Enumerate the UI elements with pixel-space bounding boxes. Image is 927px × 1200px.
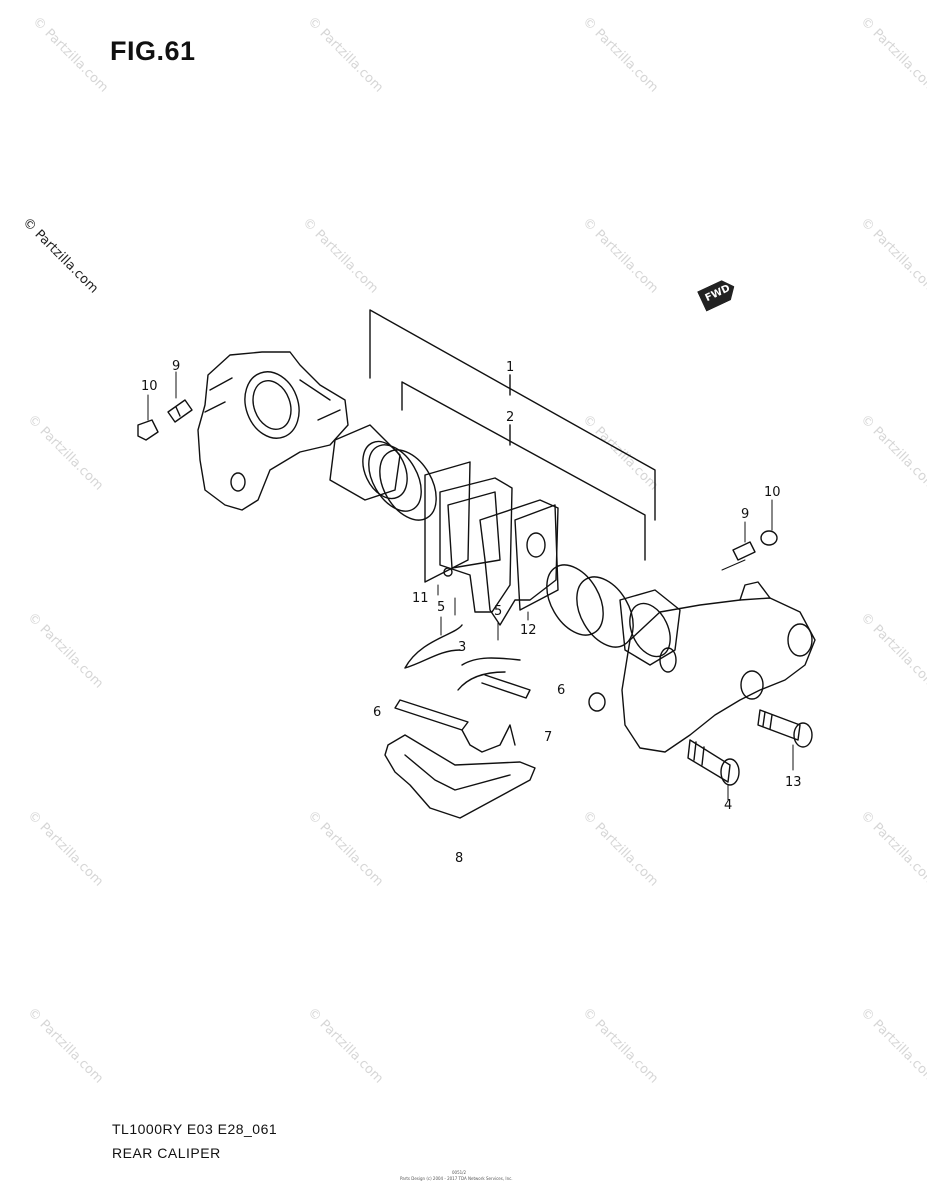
callout-12: 12 xyxy=(520,623,537,638)
bolt-13 xyxy=(757,709,813,748)
callout-1: 1 xyxy=(506,360,515,375)
callout-4: 4 xyxy=(724,798,733,813)
pad-clip-right xyxy=(457,657,531,699)
callout-10: 10 xyxy=(764,485,781,500)
page-reference: 0051/2 xyxy=(452,1170,467,1175)
seal-rings-left xyxy=(368,444,437,521)
bracket-assembly-1 xyxy=(369,309,656,521)
bleeder-screw-left xyxy=(167,399,193,423)
bolt-4 xyxy=(687,739,740,786)
piston-right xyxy=(619,589,681,666)
copyright-footnote: Parts Design (c) 2004 - 2017 TDA Network… xyxy=(400,1176,513,1181)
bleeder-cap-left xyxy=(137,419,159,441)
bracket-assembly-2 xyxy=(401,374,646,561)
bleeder-cap-small xyxy=(588,692,606,712)
caliper-housing-right xyxy=(621,581,816,753)
pad-retainer-8 xyxy=(384,734,536,819)
caliper-housing-left xyxy=(197,351,349,511)
callout-10: 10 xyxy=(141,379,158,394)
seal-rings-right xyxy=(546,564,634,648)
callout-6: 6 xyxy=(557,683,566,698)
callout-8: 8 xyxy=(455,851,464,866)
callout-9: 9 xyxy=(741,507,750,522)
callout-11: 11 xyxy=(412,591,429,606)
pad-clip-left xyxy=(404,624,463,669)
callout-9: 9 xyxy=(172,359,181,374)
pad-shim-12 xyxy=(514,504,559,611)
brake-pad-left xyxy=(439,477,513,613)
callout-5: 5 xyxy=(494,604,503,619)
bleeder-screw-right xyxy=(732,541,756,561)
diagram-caption: REAR CALIPER xyxy=(112,1145,221,1161)
piston-left xyxy=(329,424,408,501)
callout-2: 2 xyxy=(506,410,515,425)
callout-5: 5 xyxy=(437,600,446,615)
bleeder-cap-right xyxy=(760,530,778,546)
figure-title: FIG.61 xyxy=(110,36,196,66)
callout-6: 6 xyxy=(373,705,382,720)
callout-7: 7 xyxy=(544,730,553,745)
callout-3: 3 xyxy=(458,640,467,655)
pad-spring-7 xyxy=(394,699,516,753)
leader-lines xyxy=(147,371,794,801)
model-code: TL1000RY E03 E28_061 xyxy=(112,1121,278,1137)
callout-13: 13 xyxy=(785,775,802,790)
brake-pad-right xyxy=(479,499,559,626)
